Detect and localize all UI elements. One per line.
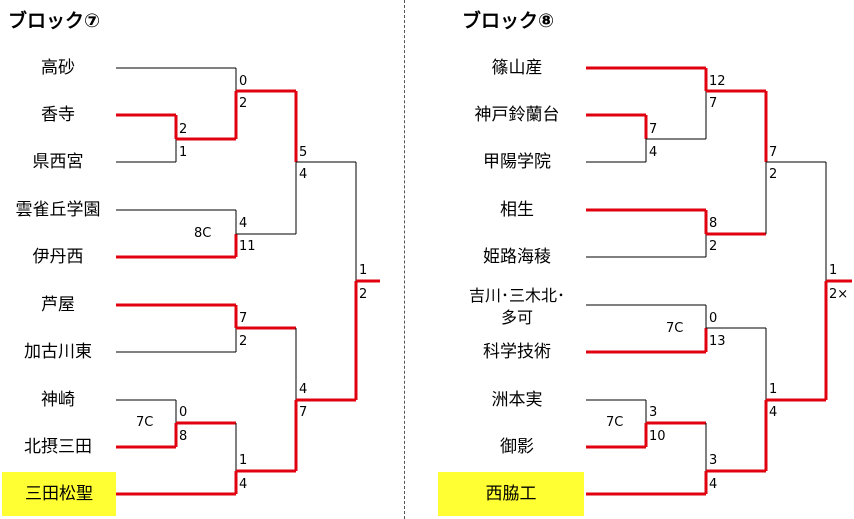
score: 5 (299, 145, 308, 160)
team-7-9-highlighted: 三田松聖 (2, 472, 116, 516)
score: 2 (239, 334, 248, 349)
score: 7 (299, 405, 308, 420)
score: 1 (359, 263, 368, 278)
team-7-3: 雲雀丘学園 (15, 200, 101, 220)
score: 2 (709, 239, 718, 254)
score: 7 (239, 311, 248, 326)
score: 0 (179, 405, 188, 420)
team-8-5: 吉川･三木北･ 多可 (468, 286, 565, 327)
score: 3 (709, 453, 718, 468)
game-note: 7C (666, 321, 684, 336)
team-7-6: 加古川東 (24, 342, 92, 362)
score: 2 (359, 287, 368, 302)
score: 4 (769, 405, 778, 420)
team-8-6: 科学技術 (483, 342, 551, 362)
score: 7 (769, 145, 778, 160)
score: 8 (179, 429, 188, 444)
score: 4 (709, 477, 718, 492)
score: 4 (649, 145, 658, 160)
score: 1 (829, 263, 838, 278)
team-8-3: 相生 (500, 200, 534, 220)
game-note: 8C (194, 226, 212, 241)
score: 0 (239, 74, 248, 89)
team-7-0: 高砂 (41, 58, 75, 78)
block7-lines (116, 67, 380, 496)
block-divider (404, 0, 405, 519)
team-8-7: 洲本実 (491, 390, 543, 410)
score: 4 (239, 477, 248, 492)
team-7-2: 県西宮 (32, 152, 84, 172)
team-8-2: 甲陽学院 (483, 152, 551, 172)
team-8-0: 篠山産 (491, 58, 543, 78)
team-8-4: 姫路海稜 (483, 247, 551, 267)
score: 13 (709, 334, 726, 349)
game-note: 7C (136, 415, 154, 430)
block7-title: ブロック⑦ (8, 10, 101, 32)
score: 0 (709, 311, 718, 326)
team-7-7: 神崎 (41, 390, 75, 410)
score: 4 (299, 167, 308, 182)
score: 1 (769, 382, 778, 397)
team-8-8: 御影 (500, 437, 534, 457)
score: 2 (239, 96, 248, 111)
score: 10 (649, 429, 666, 444)
score: 8 (709, 216, 718, 231)
score: 11 (239, 239, 256, 254)
score: 2 (179, 122, 188, 137)
score: 1 (239, 453, 248, 468)
score: 12 (709, 74, 726, 89)
score: 2 (769, 167, 778, 182)
team-7-5: 芦屋 (41, 295, 75, 315)
team-8-9-highlighted: 西脇工 (438, 472, 584, 516)
game-note: 7C (606, 415, 624, 430)
score: 7 (649, 122, 658, 137)
team-8-1: 神戸鈴蘭台 (474, 105, 560, 125)
score: 7 (709, 96, 718, 111)
score: 3 (649, 405, 658, 420)
block8-title: ブロック⑧ (462, 10, 555, 32)
score: 2× (829, 287, 849, 302)
team-7-8: 北摂三田 (24, 437, 92, 457)
team-7-4: 伊丹西 (32, 247, 84, 267)
block8-lines (586, 66, 852, 496)
score: 4 (239, 216, 248, 231)
score: 1 (179, 145, 188, 160)
team-7-1: 香寺 (41, 105, 75, 125)
score: 4 (299, 382, 308, 397)
